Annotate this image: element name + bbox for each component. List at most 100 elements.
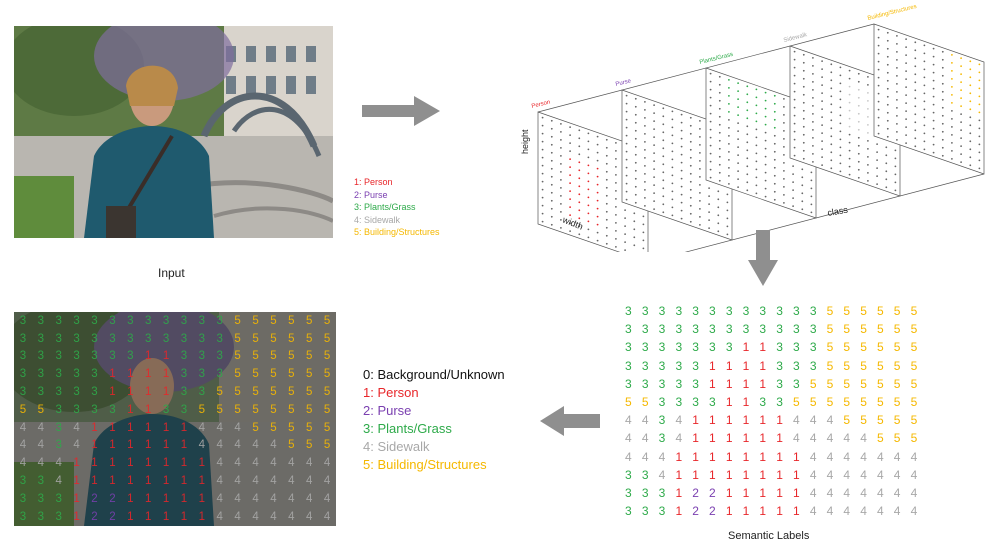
slice-dot (783, 194, 785, 196)
slice-dot (830, 103, 833, 106)
grid-cell: 3 (776, 304, 783, 319)
slice-dot (596, 239, 599, 242)
grid-cell: 3 (759, 304, 767, 319)
grid-cell: 5 (910, 413, 918, 428)
grid-cell: 1 (692, 449, 699, 464)
grid-cell: 1 (144, 403, 152, 416)
slice-dot (793, 98, 796, 101)
grid-cell: 4 (641, 449, 649, 464)
slice-dot (541, 164, 544, 167)
slice-dot (625, 94, 628, 97)
grid-cell: 3 (55, 332, 62, 345)
grid-cell: 5 (893, 340, 901, 355)
slice-dot (810, 187, 813, 190)
slice-dot (896, 99, 898, 101)
slice-dot (755, 160, 758, 163)
slice-dot (699, 224, 701, 226)
slice-dot (896, 115, 898, 117)
slice-dot (914, 137, 917, 140)
slice-dot (708, 227, 710, 230)
slice-dot (896, 35, 898, 37)
slice-dot (625, 142, 628, 145)
slice-dot (886, 127, 889, 130)
grid-cell: 5 (625, 395, 632, 410)
slice-dot (764, 99, 767, 102)
grid-cell: 4 (234, 457, 241, 470)
slice-dot (578, 225, 581, 228)
slice-dot (969, 156, 972, 159)
slice-dot (978, 79, 981, 82)
slice-dot (578, 129, 581, 132)
slice-dot (810, 195, 813, 198)
slice-dot (914, 73, 917, 76)
grid-cell: 3 (658, 376, 666, 391)
grid-cell: 3 (658, 413, 666, 428)
grid-cell: 3 (641, 504, 649, 519)
slice-dot (783, 154, 785, 156)
grid-cell: 4 (288, 475, 295, 488)
grid-cell: 3 (55, 386, 62, 399)
slice-dot (783, 114, 785, 116)
slice-dot (653, 160, 655, 163)
slice-dot (689, 116, 692, 119)
grid-cell: 5 (860, 358, 867, 373)
slice-dot (896, 83, 898, 85)
slice-dot (802, 149, 805, 152)
slice-dot (830, 87, 833, 90)
grid-cell: 4 (910, 449, 918, 464)
grid-cell: 5 (893, 304, 901, 319)
grid-cell: 1 (692, 431, 699, 446)
slice-dot (932, 119, 935, 122)
slice-dot (633, 236, 636, 239)
slice-dot (905, 70, 907, 72)
slice-dot (615, 190, 617, 192)
legend-small-item-3: 3: Plants/Grass (354, 202, 416, 212)
slice-dot (793, 154, 796, 157)
slice-dot (960, 137, 962, 140)
grid-cell: 3 (162, 332, 170, 345)
grid-cell: 4 (55, 475, 62, 488)
slice-dot (662, 155, 665, 158)
slice-dot (746, 85, 749, 88)
slice-dot (560, 179, 562, 181)
slice-dot (951, 94, 953, 96)
slice-dot (709, 88, 712, 91)
slice-dot (812, 137, 814, 139)
grid-cell: 1 (759, 504, 767, 519)
slice-dot (662, 195, 665, 198)
grid-cell: 4 (675, 413, 683, 428)
slice-dot (773, 182, 776, 185)
slice-dot (671, 190, 674, 193)
grid-cell: 5 (252, 421, 259, 434)
slice-dot (699, 152, 701, 154)
slice-dot (644, 133, 646, 135)
grid-cell: 5 (893, 413, 901, 428)
slice-dot (941, 146, 944, 149)
slice-dot (793, 106, 796, 109)
slice-dot (709, 152, 712, 155)
slice-dot (923, 92, 926, 95)
slice-dot (624, 241, 626, 244)
slice-dot (941, 58, 944, 61)
grid-cell: 4 (216, 475, 223, 488)
slice-dot (550, 191, 553, 194)
slice-label: Person (531, 100, 551, 110)
grid-cell: 5 (252, 314, 259, 327)
grid-cell: 3 (725, 340, 733, 355)
grid-cell: 5 (288, 386, 295, 399)
slice-dot (541, 180, 544, 183)
slice-dot (923, 44, 926, 47)
slice-dot (671, 206, 674, 209)
grid-cell: 3 (675, 304, 683, 319)
grid-cell: 3 (127, 314, 134, 327)
slice-dot (848, 157, 851, 160)
grid-cell: 4 (252, 439, 259, 452)
slice-dot (728, 175, 730, 177)
slice-dot (773, 150, 776, 153)
slice-dot (605, 210, 608, 213)
slice-dot (709, 128, 712, 131)
grid-cell: 5 (826, 358, 834, 373)
grid-cell: 5 (234, 403, 241, 416)
slice-dot (578, 193, 581, 196)
